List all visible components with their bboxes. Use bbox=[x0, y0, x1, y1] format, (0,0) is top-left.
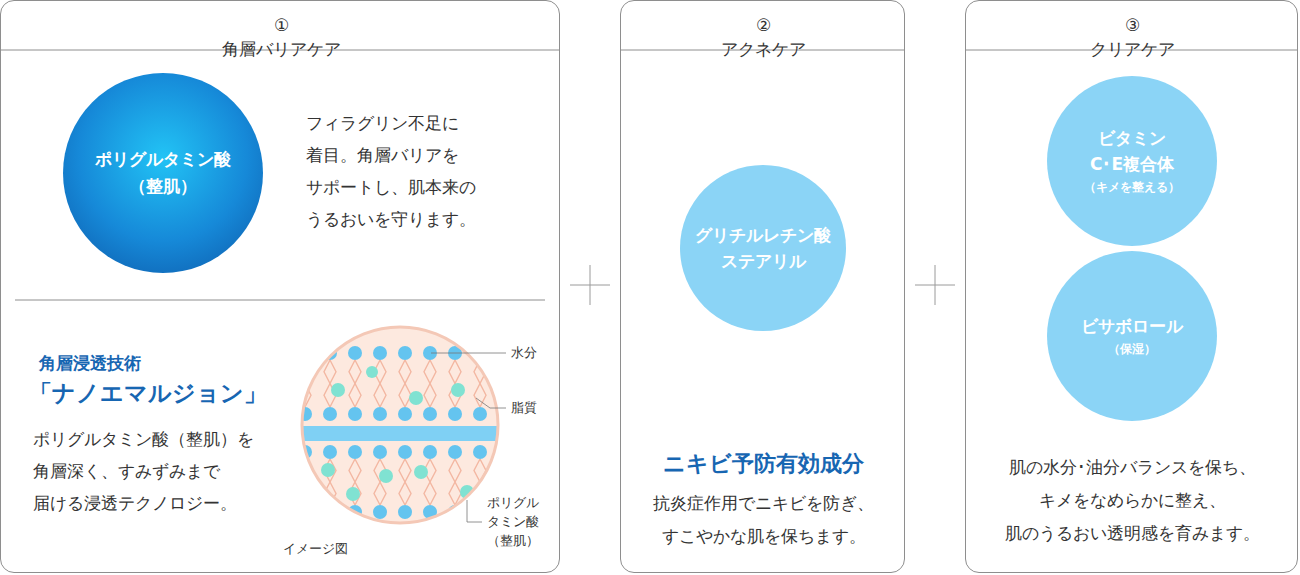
skin-layer-illustration bbox=[298, 325, 512, 525]
ingredient-name: ビサボロール bbox=[1080, 313, 1184, 339]
panel-heading: ① 角層バリアケア bbox=[221, 13, 342, 61]
description-text: 抗炎症作用でニキビを防ぎ、 すこやかな肌を保ちます。 bbox=[652, 487, 875, 553]
category-panel: ③ クリアケア肌の水分･油分バランスを保ち、 キメをなめらかに整え、 肌のうるお… bbox=[965, 0, 1298, 573]
ingredient-note: （保湿） bbox=[1107, 339, 1157, 359]
description-text: 肌の水分･油分バランスを保ち、 キメをなめらかに整え、 肌のうるおい透明感を育み… bbox=[1004, 451, 1261, 550]
ingredient-circle: ビサボロール（保湿） bbox=[1047, 251, 1217, 421]
ingredient-name: ビタミン C･E複合体 bbox=[1089, 125, 1176, 177]
category-panel: ① 角層バリアケアフィラグリン不足に 着目。角層バリアを サポートし、肌本来の … bbox=[0, 0, 560, 573]
part-label: ポリグル タミン酸 （整肌） bbox=[487, 493, 541, 550]
ingredient-circle: ビタミン C･E複合体（キメを整える） bbox=[1047, 76, 1217, 246]
ingredient-note: （キメを整える） bbox=[1083, 177, 1181, 197]
figure-note: イメージ図 bbox=[283, 540, 350, 558]
ingredient-circle: グリチルレチン酸 ステアリル bbox=[680, 165, 846, 331]
ingredient-circle: ポリグルタミン酸 （整肌） bbox=[63, 73, 263, 273]
description-text: ポリグルタミン酸（整肌）を 角層深く、すみずみまで 届ける浸透テクノロジー。 bbox=[33, 423, 256, 519]
plus-sign bbox=[915, 265, 955, 305]
ingredient-name: グリチルレチン酸 ステアリル bbox=[694, 222, 832, 274]
plus-sign bbox=[570, 265, 610, 305]
effect-title: ニキビ予防有効成分 bbox=[662, 449, 865, 479]
panel-heading: ② アクネケア bbox=[720, 13, 807, 61]
illustration-outline bbox=[302, 327, 498, 523]
panel-heading: ③ クリアケア bbox=[1089, 13, 1176, 61]
category-panel: ② アクネケアニキビ予防有効成分抗炎症作用でニキビを防ぎ、 すこやかな肌を保ちま… bbox=[620, 0, 905, 573]
technology-subtitle: 角層浸透技術 bbox=[39, 351, 143, 375]
description-text: フィラグリン不足に 着目。角層バリアを サポートし、肌本来の うるおいを守ります… bbox=[306, 107, 478, 235]
divider-rule bbox=[15, 300, 545, 301]
part-label: 脂質 bbox=[511, 399, 539, 417]
technology-title: 「ナノエマルジョン」 bbox=[29, 377, 269, 409]
ingredient-name: ポリグルタミン酸 （整肌） bbox=[94, 146, 232, 200]
part-label: 水分 bbox=[511, 344, 539, 362]
